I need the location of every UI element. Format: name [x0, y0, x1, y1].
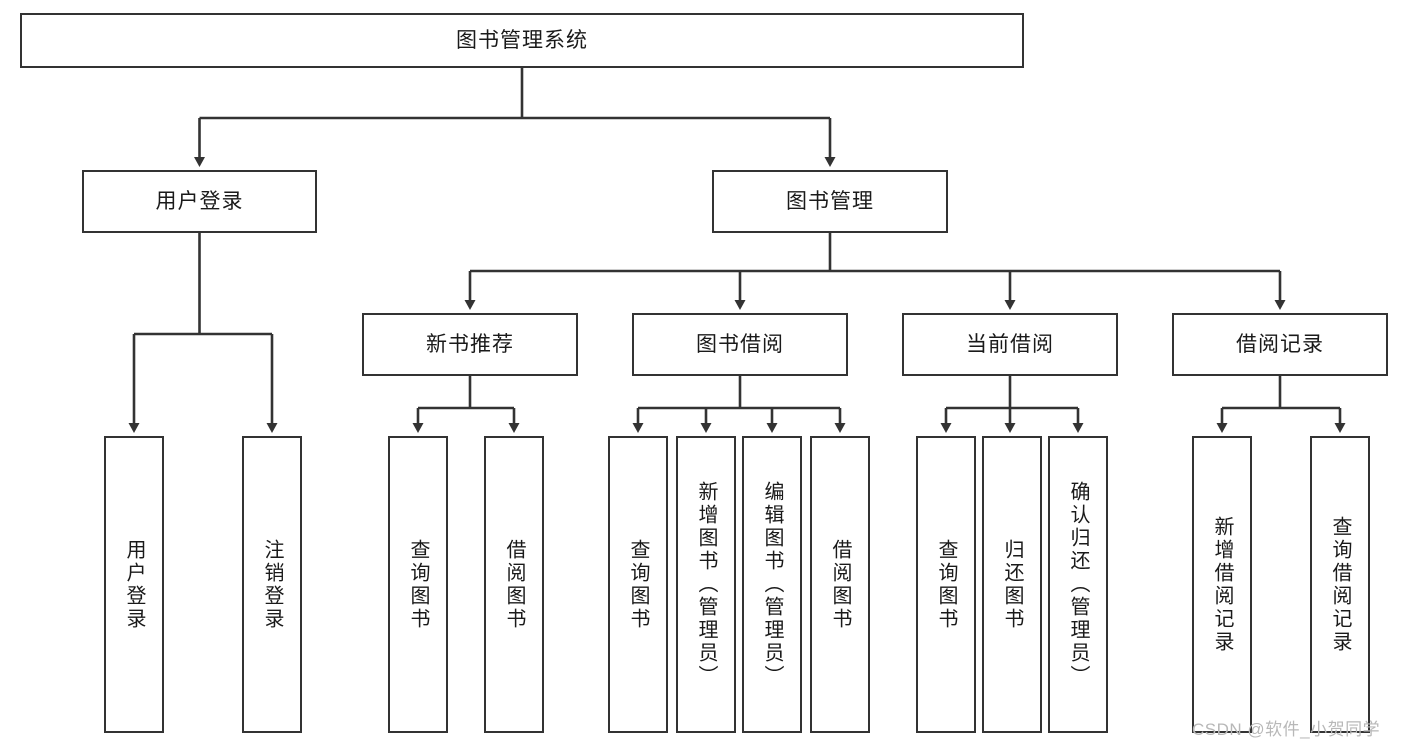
node-leaf-查询图书[interactable]: 查询图书: [608, 436, 668, 733]
node-leaf-查询图书[interactable]: 查询图书: [916, 436, 976, 733]
node-label: 新增借阅记录: [1211, 515, 1233, 654]
node-label: 确认归还（管理员）: [1067, 481, 1089, 688]
node-label: 当前借阅: [966, 332, 1054, 356]
node-level2-用户登录[interactable]: 用户登录: [82, 170, 317, 233]
node-level3-新书推荐[interactable]: 新书推荐: [362, 313, 578, 376]
node-leaf-注销登录[interactable]: 注销登录: [242, 436, 302, 733]
node-leaf-归还图书[interactable]: 归还图书: [982, 436, 1042, 733]
node-label: 用户登录: [155, 189, 244, 213]
node-leaf-确认归还管理员[interactable]: 确认归还（管理员）: [1048, 436, 1108, 733]
node-label: 图书管理: [786, 189, 874, 213]
csdn-watermark: CSDN @软件_小贺同学: [1192, 720, 1381, 739]
node-label: 图书借阅: [696, 332, 784, 356]
node-label: 用户登录: [123, 538, 145, 631]
node-leaf-用户登录[interactable]: 用户登录: [104, 436, 164, 733]
node-label: 归还图书: [1001, 538, 1023, 631]
node-leaf-编辑图书管理员[interactable]: 编辑图书（管理员）: [742, 436, 802, 733]
node-label: 编辑图书（管理员）: [761, 481, 783, 688]
node-level3-借阅记录[interactable]: 借阅记录: [1172, 313, 1388, 376]
node-leaf-查询图书[interactable]: 查询图书: [388, 436, 448, 733]
node-level3-图书借阅[interactable]: 图书借阅: [632, 313, 848, 376]
node-level3-当前借阅[interactable]: 当前借阅: [902, 313, 1118, 376]
node-root-book-management-system[interactable]: 图书管理系统: [20, 13, 1024, 68]
node-label: 借阅记录: [1236, 332, 1324, 356]
node-label: 查询图书: [627, 538, 649, 631]
node-label: 查询图书: [935, 538, 957, 631]
node-label: 注销登录: [261, 538, 283, 631]
node-leaf-借阅图书[interactable]: 借阅图书: [484, 436, 544, 733]
node-label: 图书管理系统: [456, 28, 588, 52]
node-label: 查询借阅记录: [1329, 515, 1351, 654]
node-label: 查询图书: [407, 538, 429, 631]
node-leaf-查询借阅记录[interactable]: 查询借阅记录: [1310, 436, 1370, 733]
node-leaf-借阅图书[interactable]: 借阅图书: [810, 436, 870, 733]
node-label: 新书推荐: [426, 332, 514, 356]
node-label: 借阅图书: [503, 538, 525, 631]
node-leaf-新增借阅记录[interactable]: 新增借阅记录: [1192, 436, 1252, 733]
node-label: 新增图书（管理员）: [695, 481, 717, 688]
node-level2-图书管理[interactable]: 图书管理: [712, 170, 948, 233]
node-leaf-新增图书管理员[interactable]: 新增图书（管理员）: [676, 436, 736, 733]
node-label: 借阅图书: [829, 538, 851, 631]
